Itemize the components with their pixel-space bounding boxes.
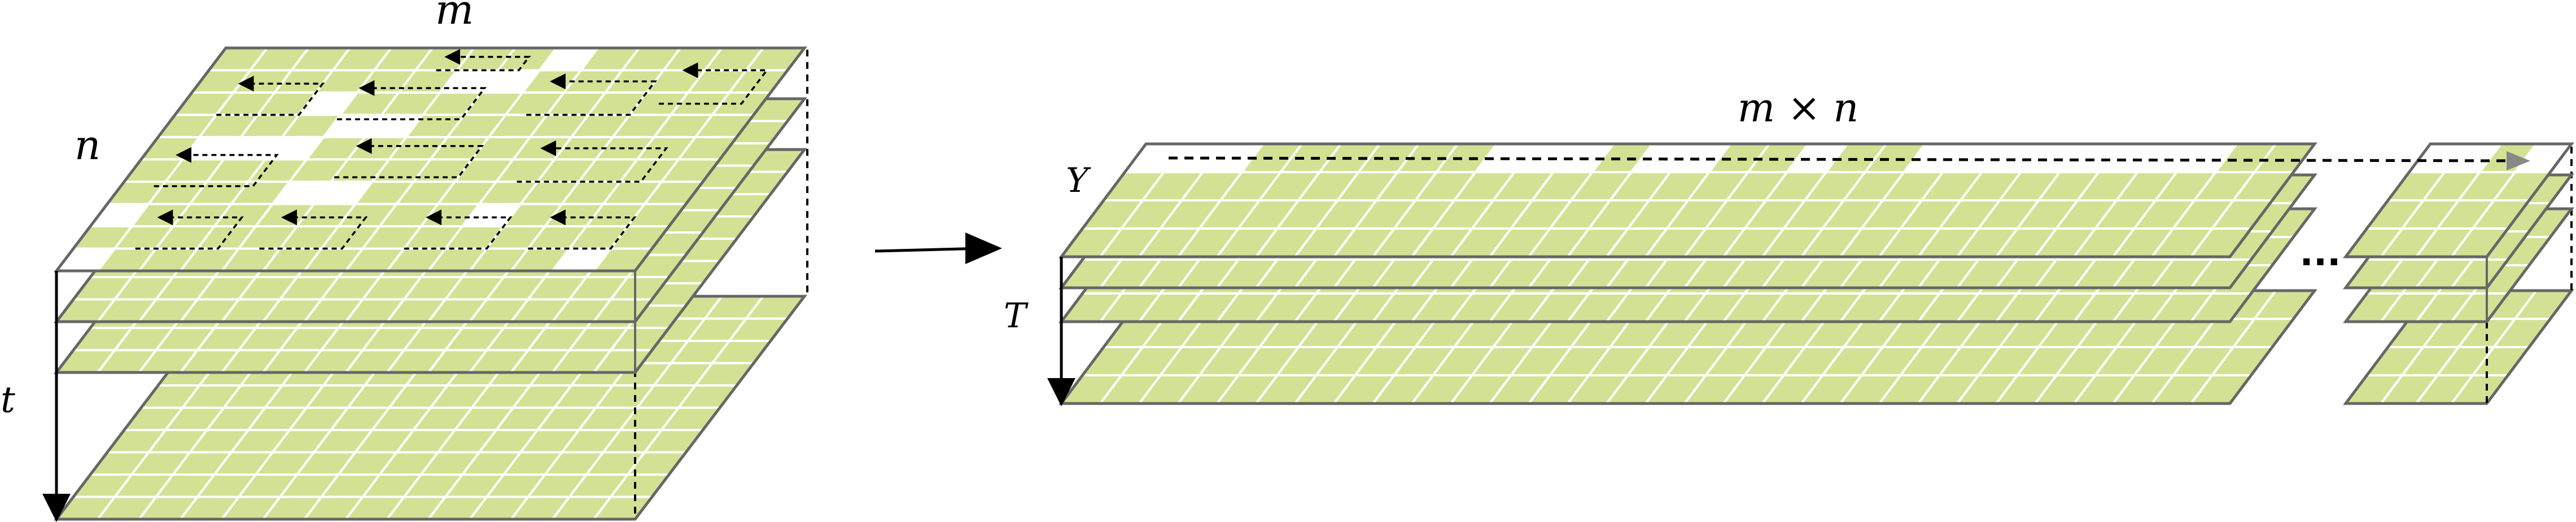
blank-cell bbox=[272, 182, 331, 204]
label-Y: Y bbox=[1066, 161, 1091, 200]
traversal-path bbox=[436, 49, 531, 72]
traversal-path bbox=[259, 209, 368, 250]
blank-cell bbox=[265, 137, 323, 160]
blank-cell bbox=[1904, 144, 1964, 172]
traversal-path bbox=[154, 147, 279, 187]
blank-cell bbox=[1670, 144, 1730, 172]
blank-cell bbox=[90, 204, 149, 226]
blank-cell bbox=[2098, 144, 2159, 172]
blank-cell bbox=[2409, 144, 2466, 172]
ellipsis-dots: ... bbox=[2300, 233, 2341, 274]
traversal-path bbox=[658, 62, 769, 105]
traversal-path bbox=[517, 140, 668, 183]
traversal-path bbox=[528, 209, 637, 250]
label-n: n bbox=[75, 121, 100, 169]
blank-cell bbox=[224, 137, 282, 160]
blank-cell bbox=[1514, 144, 1575, 172]
blank-cell bbox=[182, 137, 241, 160]
right-stack bbox=[1047, 142, 2574, 406]
blank-cell bbox=[2176, 144, 2237, 172]
blank-cell bbox=[2020, 144, 2081, 172]
blank-cell bbox=[2137, 144, 2198, 172]
row-scan-arrow bbox=[1168, 156, 2527, 163]
traversal-path bbox=[216, 76, 325, 116]
blank-cell bbox=[2515, 144, 2571, 172]
blank-cell bbox=[1943, 144, 2003, 172]
left-layer-top bbox=[53, 46, 808, 273]
blank-cell bbox=[462, 204, 521, 226]
right-layer-top-tail bbox=[2343, 142, 2574, 258]
blank-cell bbox=[2444, 144, 2501, 172]
blank-cell bbox=[1982, 144, 2042, 172]
blank-cell bbox=[56, 248, 115, 271]
label-m: m bbox=[435, 0, 474, 33]
blank-cell bbox=[539, 48, 598, 71]
right-layer-top-main bbox=[1059, 142, 2317, 258]
row-scan-arrowhead bbox=[2507, 151, 2530, 170]
transform-arrow bbox=[874, 233, 1002, 264]
label-t: t bbox=[1, 379, 15, 421]
blank-cell bbox=[323, 115, 382, 137]
blank-cell bbox=[440, 70, 498, 93]
blank-cell bbox=[1164, 144, 1224, 172]
blank-cell bbox=[552, 248, 611, 271]
blank-cell bbox=[481, 70, 540, 93]
label-T: T bbox=[1004, 296, 1029, 336]
blank-cell bbox=[299, 93, 357, 115]
left-stack bbox=[42, 46, 808, 522]
blank-cell bbox=[365, 115, 423, 137]
traversal-path bbox=[135, 209, 244, 250]
blank-cell bbox=[2059, 144, 2120, 172]
blank-cell bbox=[1125, 144, 1185, 172]
traversal-path bbox=[404, 209, 513, 250]
label-m-times-n: m × n bbox=[1738, 85, 1859, 131]
blank-cell bbox=[314, 182, 373, 204]
